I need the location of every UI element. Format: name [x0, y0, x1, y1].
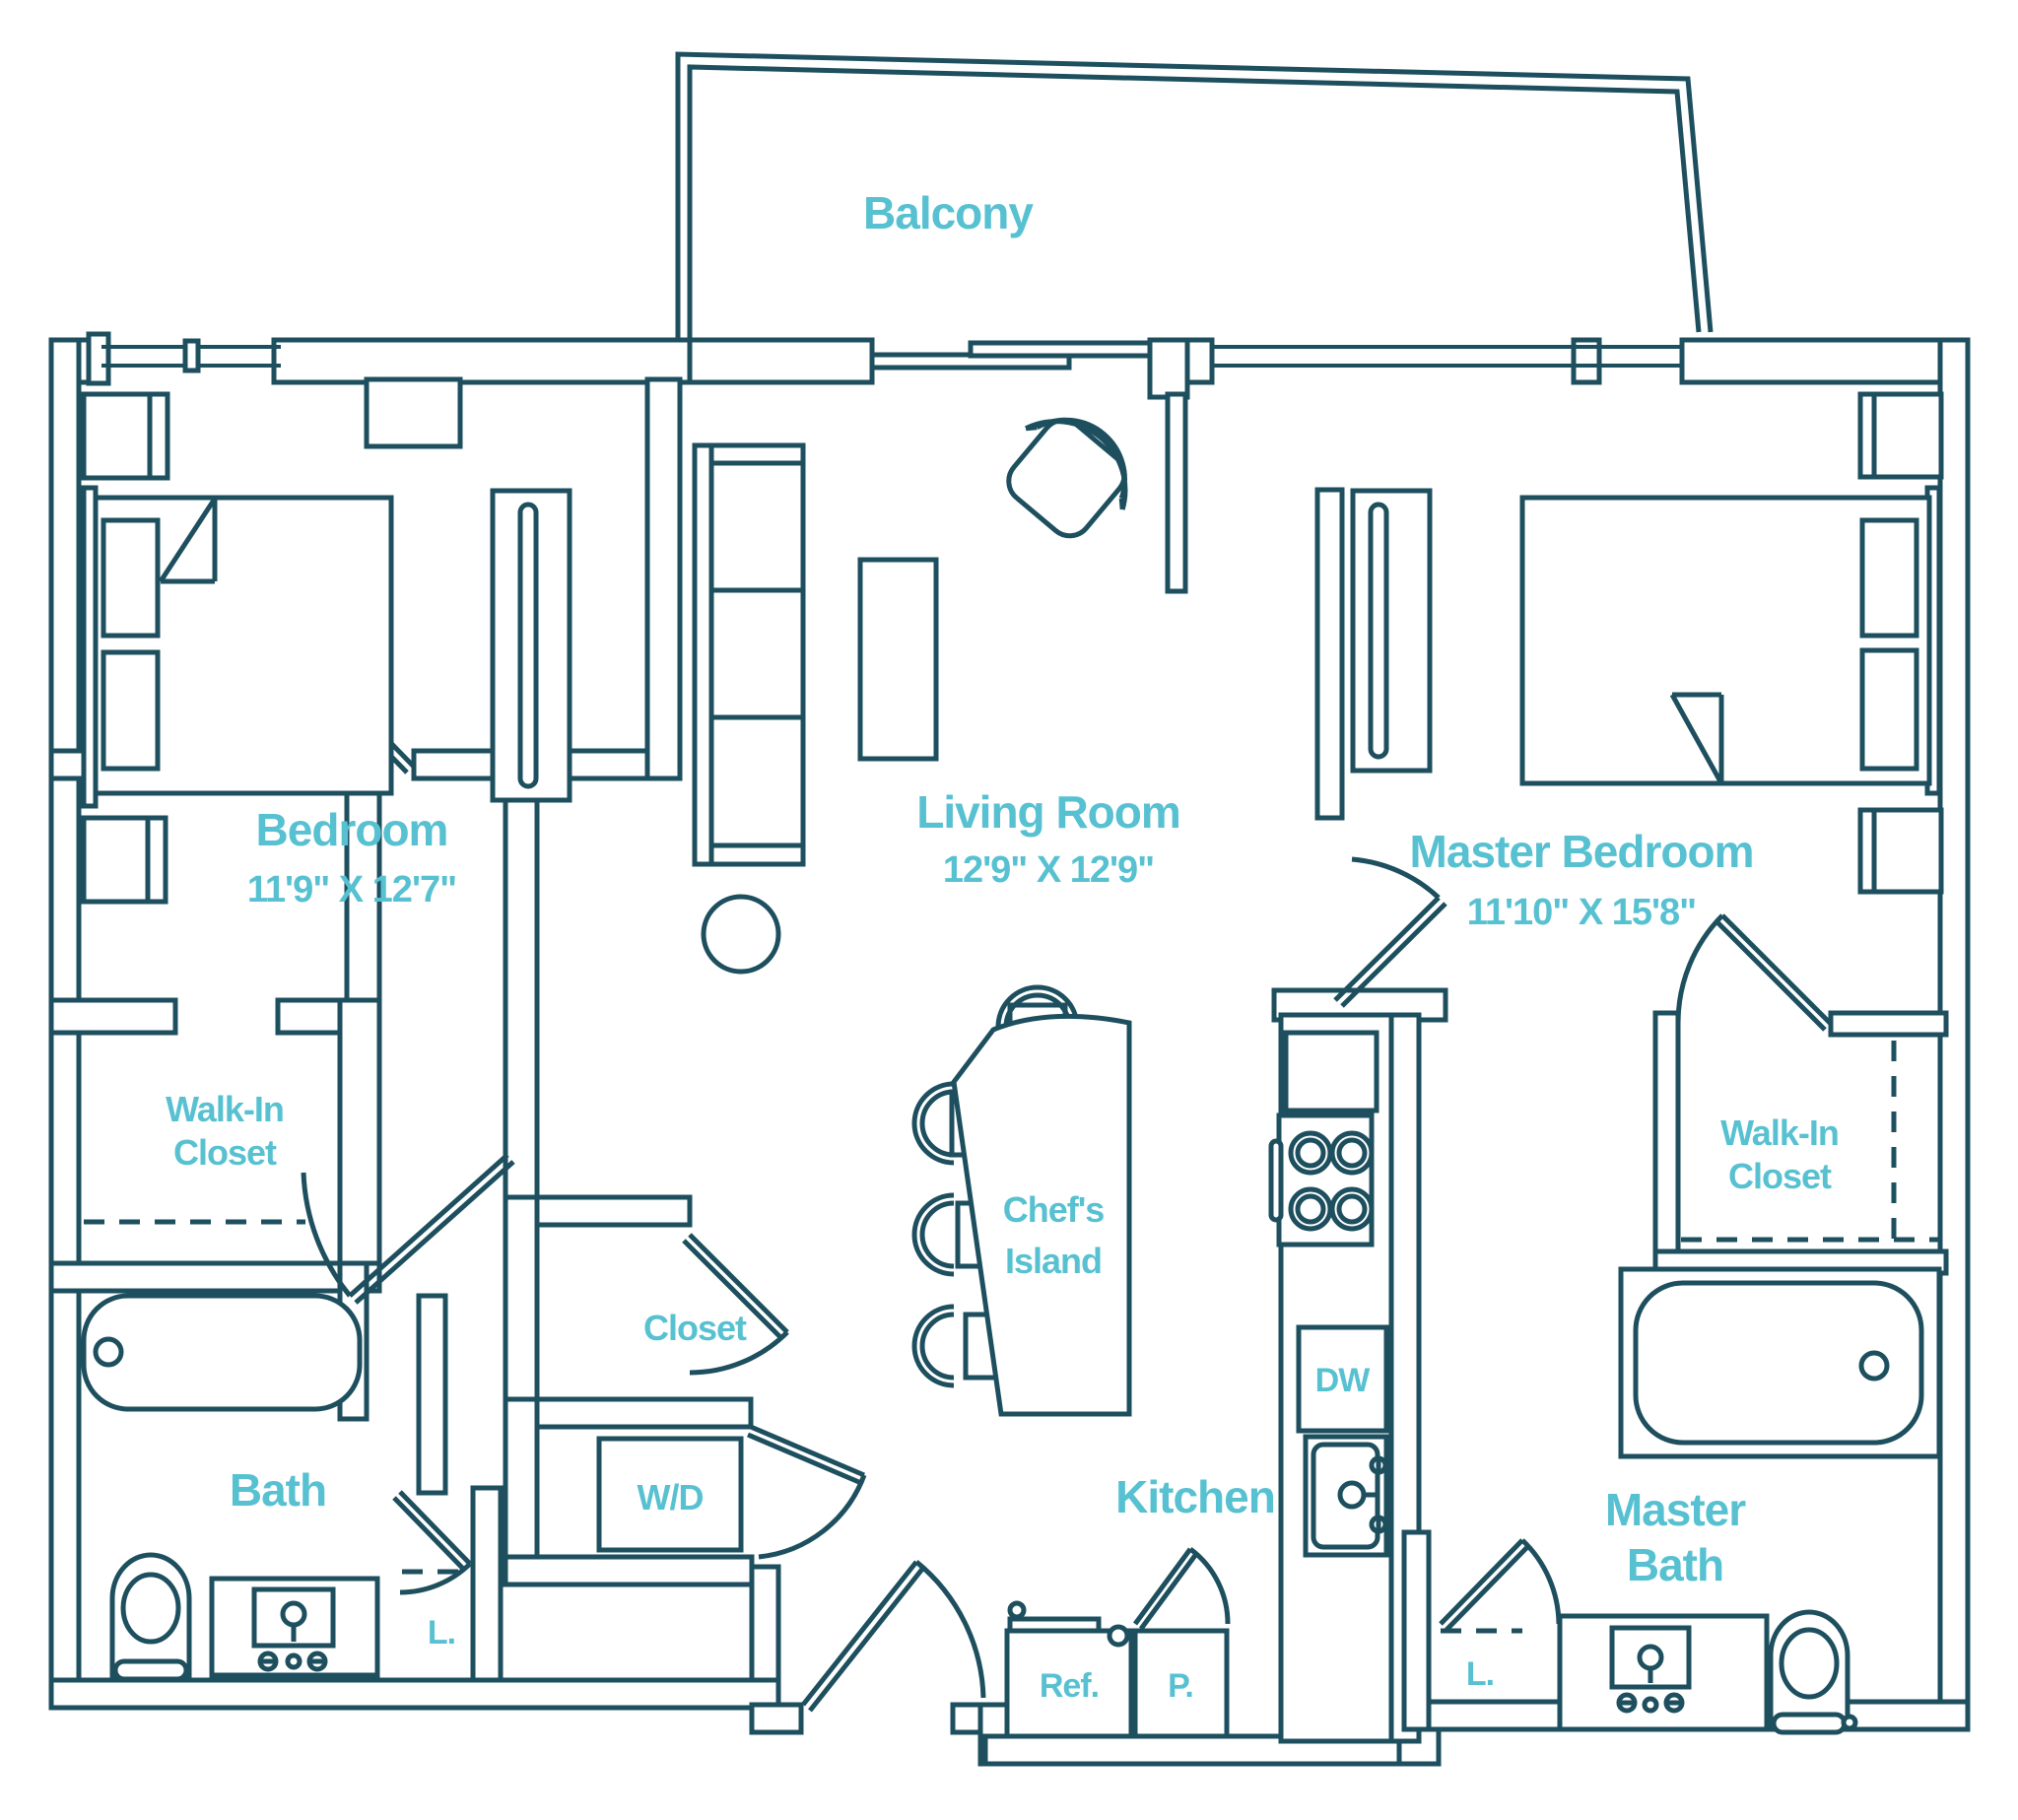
master-bedroom-furniture — [1350, 391, 1944, 895]
nightstand — [81, 391, 170, 481]
vanity-sink — [209, 1576, 380, 1678]
nightstand — [1857, 391, 1944, 480]
kitchen-counter — [1268, 1012, 1394, 1744]
master-walk-in-closet-label-1: Walk-In — [1720, 1112, 1839, 1153]
side-table — [701, 894, 781, 975]
balcony-sliding-door — [869, 340, 1153, 371]
chefs-island — [951, 1013, 1132, 1417]
toilet — [109, 1552, 192, 1682]
armchair — [1006, 417, 1128, 539]
pantry-door — [1132, 1546, 1231, 1631]
chefs-island-label-1: Chef's — [1003, 1189, 1105, 1230]
coffee-table — [857, 557, 939, 762]
bath-door — [301, 1153, 515, 1305]
living-room-dims: 12'9" X 12'9" — [943, 849, 1154, 891]
bedroom-dims: 11'9" X 12'7" — [247, 869, 456, 910]
kitchen-label: Kitchen — [1115, 1471, 1275, 1522]
balcony-label: Balcony — [863, 187, 1034, 238]
bed — [81, 485, 394, 809]
master-bath-fixtures — [1557, 1266, 1942, 1735]
bedroom-label: Bedroom — [256, 804, 448, 855]
kitchen-sink — [1303, 1434, 1389, 1558]
living-room-label: Living Room — [916, 786, 1180, 838]
hall-closet-door — [682, 1233, 789, 1376]
linen-bath-label: L. — [428, 1614, 455, 1651]
linen-bath-door — [392, 1490, 472, 1595]
chefs-island-group — [911, 984, 1132, 1417]
cabinet — [1283, 1030, 1379, 1113]
labels: Balcony Bedroom 11'9" X 12'7" Living Roo… — [166, 187, 1840, 1705]
bathtub — [81, 1293, 363, 1412]
closet-label: Closet — [643, 1308, 747, 1348]
wd-closet-door — [747, 1424, 867, 1560]
bath-fixtures — [81, 1293, 380, 1682]
refrigerator-label: Ref. — [1040, 1667, 1099, 1705]
walk-in-closet-label-2: Closet — [173, 1132, 277, 1173]
nightstand — [81, 815, 168, 905]
bed — [1519, 485, 1942, 796]
walk-in-closet-label-1: Walk-In — [166, 1089, 284, 1129]
nightstand — [1857, 807, 1944, 895]
bedroom-furniture — [81, 391, 572, 905]
master-walk-in-closet-label-2: Closet — [1728, 1156, 1832, 1196]
master-bath-label-2: Bath — [1627, 1539, 1723, 1590]
walls — [48, 337, 1971, 1767]
master-bedroom-door — [1333, 856, 1447, 1008]
washer-dryer-label: W/D — [638, 1477, 704, 1517]
master-closet-door — [1675, 913, 1833, 1032]
washer-dryer-unit — [596, 1436, 744, 1553]
bath-label: Bath — [230, 1464, 326, 1516]
linen-master-bath-label: L. — [1466, 1655, 1494, 1693]
pantry-label: P. — [1168, 1667, 1193, 1705]
closet-rod-lines — [84, 1041, 1939, 1634]
master-bedroom-window — [1212, 345, 1682, 368]
pantry-cabinet — [1132, 1628, 1230, 1739]
dresser — [1350, 488, 1433, 774]
entry-door — [801, 1560, 986, 1713]
chefs-island-label-2: Island — [1005, 1241, 1102, 1281]
master-bedroom-label: Master Bedroom — [1410, 826, 1754, 877]
master-bathtub — [1618, 1266, 1942, 1459]
dishwasher — [1296, 1324, 1389, 1434]
refrigerator — [1004, 1600, 1134, 1739]
vanity-sink — [1557, 1613, 1770, 1732]
dresser — [490, 488, 572, 803]
master-bedroom-dims: 11'10" X 15'8" — [1467, 892, 1696, 933]
dishwasher-label: DW — [1315, 1362, 1372, 1399]
balcony-railing — [675, 51, 1714, 340]
toilet — [1768, 1609, 1858, 1735]
sofa — [692, 442, 806, 867]
bedroom-window — [86, 331, 281, 386]
stove — [1268, 1112, 1375, 1247]
linen-master-bath-door — [1439, 1538, 1562, 1632]
living-room-furniture — [692, 417, 1128, 975]
master-bath-label-1: Master — [1605, 1484, 1746, 1535]
